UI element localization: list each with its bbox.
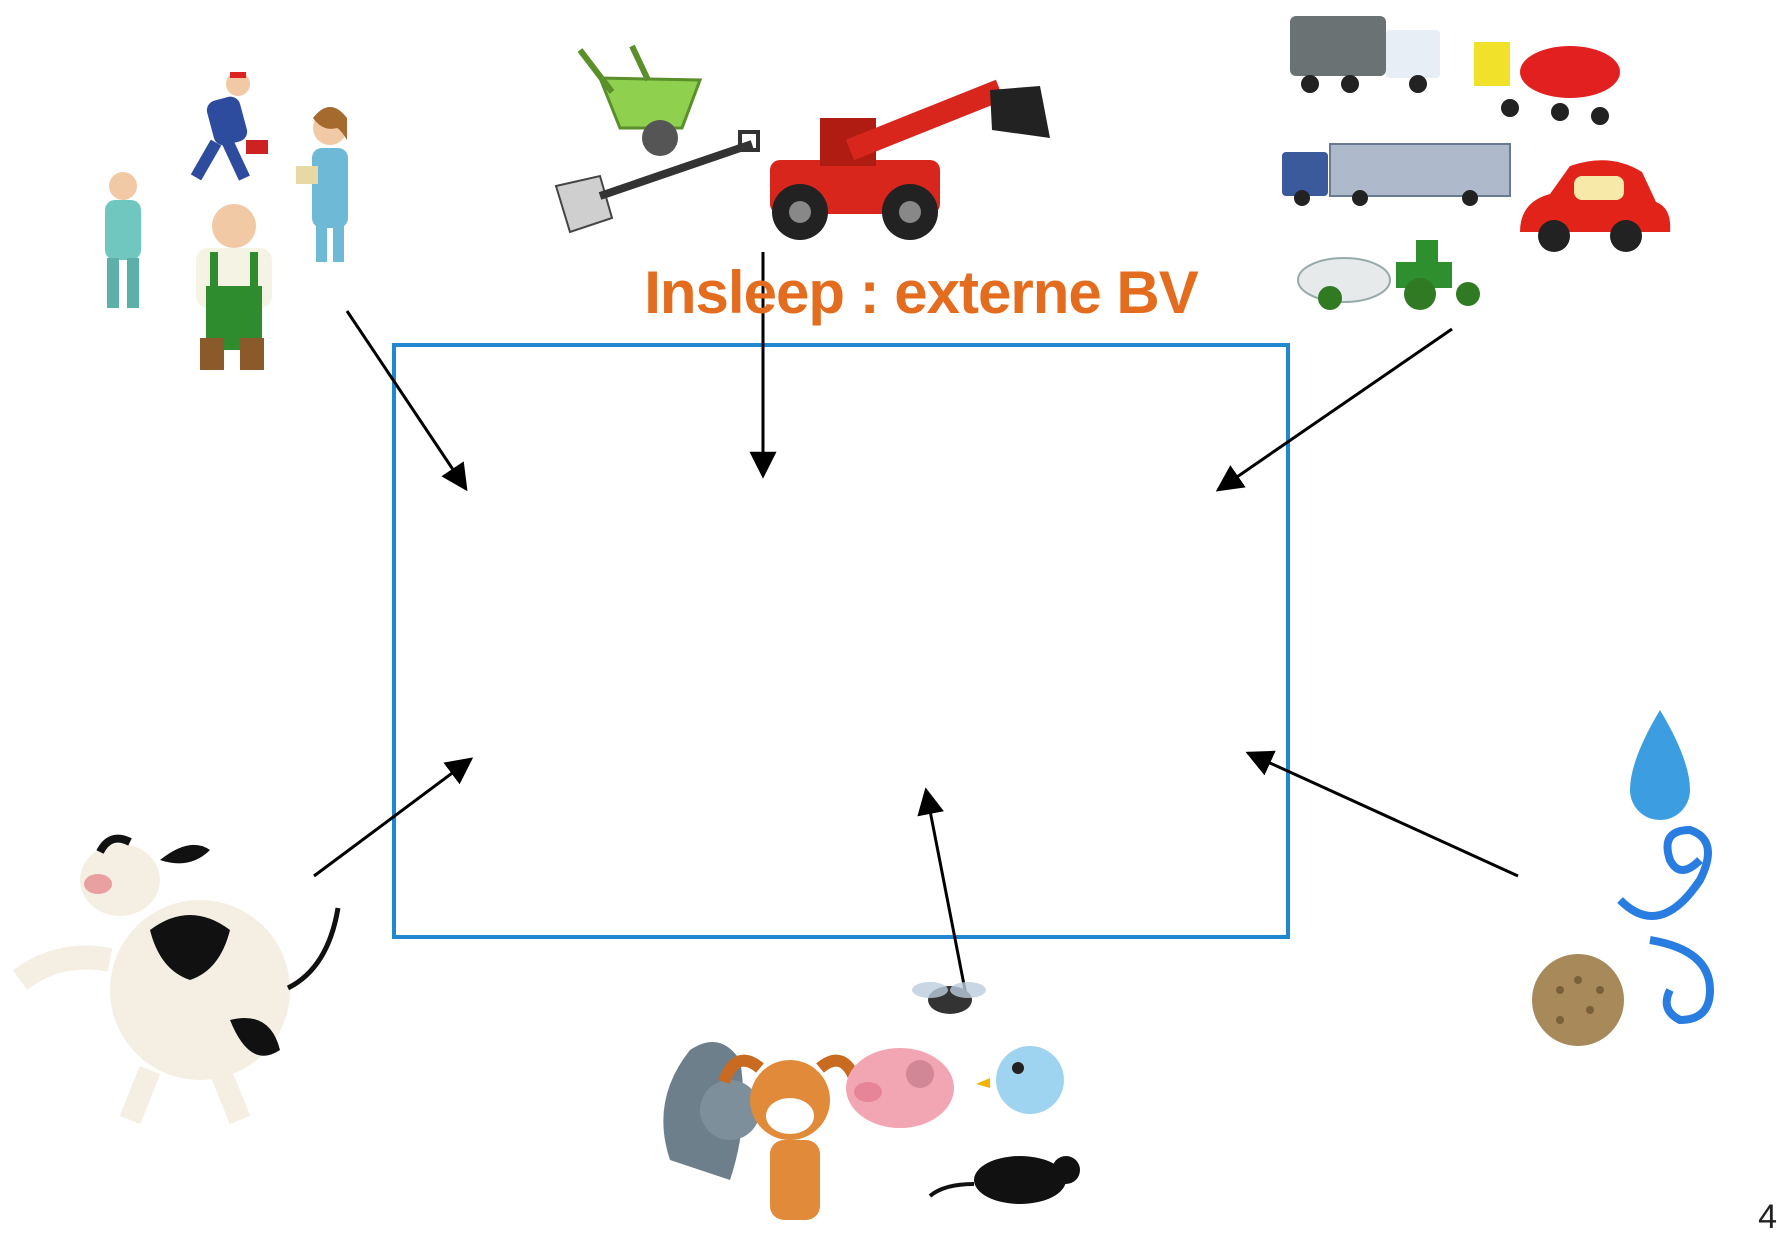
arrow-cow: [313, 757, 474, 878]
page-number: 4: [1758, 1198, 1777, 1236]
arrows: [313, 252, 1519, 996]
cow-icon: [12, 834, 341, 1125]
wind-icon: [1617, 825, 1715, 1025]
animals-icon: [663, 982, 1080, 1220]
feed-pellets-icon: [1532, 954, 1624, 1046]
water-drop-icon: [1630, 710, 1690, 820]
people-icon: [105, 72, 348, 370]
arrow-animals: [917, 787, 968, 996]
arrow-environment: [1245, 750, 1519, 878]
farm-equipment-icon: [554, 44, 1050, 240]
arrow-vehicles: [1215, 327, 1453, 492]
vehicles-icon: [1282, 16, 1671, 310]
slide-title: Insleep : externe BV: [644, 259, 1199, 326]
farm-boundary-frame: [392, 343, 1290, 939]
arrow-people: [345, 310, 468, 492]
